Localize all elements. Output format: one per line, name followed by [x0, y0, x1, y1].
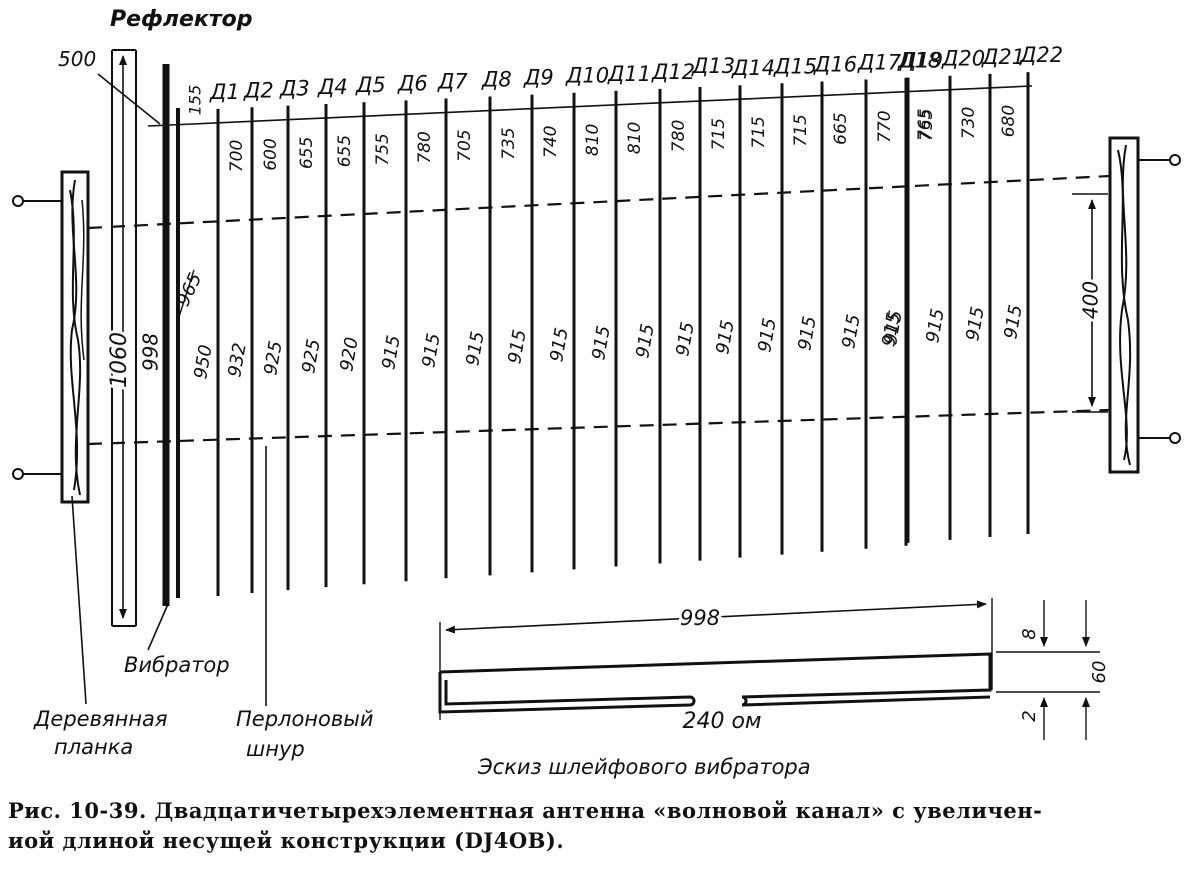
director-name: Д4 [317, 75, 348, 99]
perlon-cord-bottom [87, 408, 1111, 446]
director-length: 925 [298, 337, 325, 374]
director-length: 915 [672, 320, 699, 357]
director-length: 915 [1000, 303, 1027, 340]
wood-label-1: Деревянная [33, 707, 168, 731]
perlon-cord-top [87, 174, 1111, 230]
director-length: 915 [922, 307, 949, 344]
director-length: 915 [962, 305, 989, 342]
director-name: Д5 [355, 73, 386, 97]
wood-label-2: планка [54, 735, 133, 759]
loop-length: 998 [680, 606, 720, 630]
caption-line-1: Рис. 10-39. Двадцатичетырехэлементная ан… [8, 798, 1043, 823]
director-spacing: 755 [917, 109, 937, 141]
dim-400: 400 [1079, 281, 1103, 319]
reflector-dimension [111, 49, 137, 627]
loop-dim-60: 60 [1089, 661, 1110, 684]
figure-caption: Рис. 10-39. Двадцатичетырехэлементная ан… [8, 796, 1178, 856]
caption-line-2: иой длиной несущей конструкции (DJ4OB). [8, 828, 565, 853]
director-name: Д2 [243, 78, 274, 102]
director-length: 915 [462, 330, 489, 367]
director-spacing: 655 [297, 137, 317, 169]
director-spacing: 730 [959, 107, 979, 139]
director-spacing: 705 [455, 129, 475, 161]
director-length: 915 [794, 315, 821, 352]
director-length: 920 [336, 336, 363, 373]
director-spacing: 655 [335, 135, 355, 167]
folded-dipole-sketch [438, 598, 1100, 740]
director-name: Д18 [897, 49, 941, 73]
director-name: Д17 [857, 51, 902, 75]
director-name: Д20 [941, 47, 985, 71]
director-spacing: 780 [669, 120, 689, 152]
cord-label-1: Перлоновый [236, 707, 374, 731]
director-spacing: 765 [915, 109, 935, 141]
director-length: 915 [712, 318, 739, 355]
director-name: Д7 [437, 70, 468, 94]
director-name: Д3 [279, 77, 310, 101]
director-spacing: 770 [875, 110, 895, 142]
director-name: Д1 [209, 80, 240, 104]
director-name: Д14 [731, 56, 775, 80]
director-spacing: 715 [709, 118, 729, 150]
dim-155: 155 [186, 85, 205, 116]
dim-500-leader [97, 73, 161, 125]
director-length: 950 [190, 343, 217, 380]
director-name: Д12 [651, 60, 695, 84]
right-wooden-plank [1108, 136, 1181, 474]
vibrator-leader [147, 603, 169, 651]
director-spacing: 780 [415, 131, 435, 163]
loop-impedance: 240 ом [682, 709, 761, 734]
director-spacing: 810 [583, 124, 603, 156]
director-length: 915 [546, 326, 573, 363]
director-spacing: 715 [791, 114, 811, 146]
director-name: Д6 [397, 71, 428, 95]
left-wooden-plank [12, 170, 90, 504]
dim-1060: 1060 [107, 332, 132, 388]
director-name: Д16 [813, 53, 857, 77]
dim-400-group [1072, 193, 1108, 413]
loop-dim-2: 2 [1019, 710, 1040, 721]
director-spacing: 700 [227, 140, 247, 172]
director-spacing: 600 [261, 138, 281, 170]
boom-line [147, 85, 1033, 127]
director-name: Д13 [691, 54, 735, 78]
director-spacing: 810 [625, 122, 645, 154]
director-name: Д21 [981, 45, 1025, 69]
director-length: 925 [260, 339, 287, 376]
sketch-label: Эскиз шлейфового вибратора [477, 755, 811, 779]
director-spacing: 715 [749, 116, 769, 148]
director-name: Д9 [523, 66, 554, 90]
director-spacing: 665 [831, 112, 851, 144]
director-name: Д11 [607, 62, 651, 86]
director-spacing: 680 [999, 105, 1019, 137]
vibrator-label: Вибратор [124, 653, 230, 677]
director-name: Д19 [899, 49, 943, 73]
director-length: 915 [754, 317, 781, 354]
director-length: 915 [504, 328, 531, 365]
director-name: Д22 [1019, 43, 1063, 67]
director-length: 915 [632, 322, 659, 359]
director-spacing: 755 [373, 133, 393, 165]
director-spacing: 735 [499, 127, 519, 159]
director-length: 915 [378, 334, 405, 371]
dim-998: 998 [139, 333, 163, 371]
director-length: 915 [588, 324, 615, 361]
cord-label-2: шнур [246, 737, 305, 761]
dim-500: 500 [58, 47, 96, 71]
director-name: Д10 [565, 64, 609, 88]
reflector-label: Рефлектор [110, 7, 252, 32]
director-spacing: 740 [541, 126, 561, 158]
dim-965-leader [177, 269, 195, 321]
director-length: 932 [224, 341, 251, 378]
director-length: 915 [880, 309, 907, 346]
director-name: Д15 [773, 54, 817, 78]
wood-leader [71, 495, 87, 705]
director-length: 915 [418, 332, 445, 369]
loop-dim-8: 8 [1019, 628, 1040, 639]
director-length: 915 [838, 313, 865, 350]
director-elements: Д1 700 950 Д2 600 932 Д3 655 925 Д4 655 925 Д5 755 920… [190, 43, 1063, 596]
director-name: Д8 [481, 68, 512, 92]
